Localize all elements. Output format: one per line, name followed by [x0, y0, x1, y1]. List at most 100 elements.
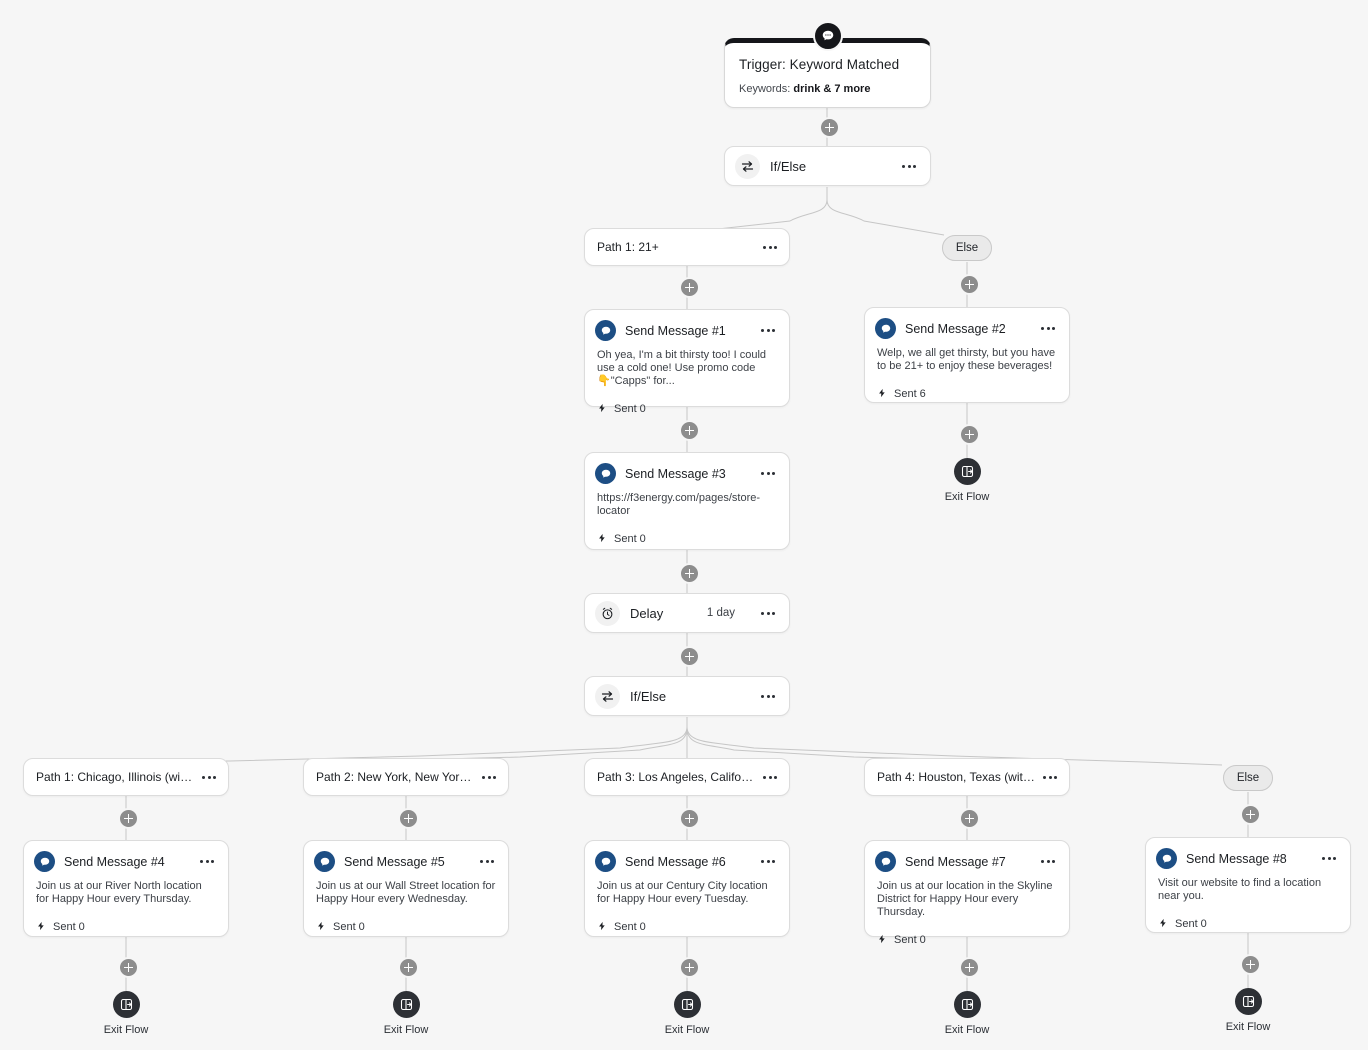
message-header: Send Message #5 [314, 851, 496, 872]
path-node-level2-1[interactable]: Path 2: New York, New York (within 40 ..… [303, 758, 509, 796]
more-options-icon[interactable] [1320, 853, 1338, 864]
add-step-button-msg7[interactable] [959, 957, 980, 978]
message-sent-count-8: Sent 0 [1175, 918, 1207, 931]
more-options-icon[interactable] [759, 468, 777, 479]
trigger-node[interactable]: Trigger: Keyword Matched Keywords: drink… [724, 21, 931, 108]
lightning-bolt-icon [597, 920, 607, 935]
exit-flow-node-5[interactable]: Exit Flow [1200, 988, 1296, 1033]
chat-bubble-icon [595, 463, 616, 484]
add-step-button-else1[interactable] [959, 274, 980, 295]
message-node-7[interactable]: Send Message #7 Join us at our location … [864, 840, 1070, 946]
message-title-5: Send Message #5 [344, 854, 445, 869]
message-header: Send Message #1 [595, 320, 777, 341]
path-node-level1-0[interactable]: Path 1: 21+ [584, 228, 790, 266]
message-body-6: Join us at our Century City location for… [597, 880, 768, 905]
message-header: Send Message #2 [875, 318, 1057, 339]
message-header: Send Message #8 [1156, 848, 1338, 869]
trigger-keywords: Keywords: drink & 7 more [739, 83, 916, 95]
message-body-3: https://f3energy.com/pages/store-locator [597, 492, 761, 517]
message-body-4: Join us at our River North location for … [36, 880, 202, 905]
trigger-keywords-value: drink & 7 more [793, 83, 871, 95]
exit-flow-label: Exit Flow [383, 1024, 429, 1036]
message-node-3[interactable]: Send Message #3 https://f3energy.com/pag… [584, 452, 790, 550]
more-options-icon[interactable] [1041, 772, 1059, 783]
add-step-button-p1[interactable] [118, 808, 139, 829]
lightning-bolt-icon [597, 402, 607, 417]
add-step-button-msg1[interactable] [679, 420, 700, 441]
more-options-icon[interactable] [761, 772, 779, 783]
message-sent-count-5: Sent 0 [333, 921, 365, 934]
exit-flow-node-1[interactable]: Exit Flow [78, 991, 174, 1036]
exit-flow-node-else1[interactable]: Exit Flow [919, 458, 1015, 503]
message-node-2[interactable]: Send Message #2 Welp, we all get thirsty… [864, 307, 1070, 403]
lightning-bolt-icon [877, 933, 887, 948]
message-sent-row-5: Sent 0 [314, 920, 496, 935]
more-options-icon[interactable] [1039, 856, 1057, 867]
add-step-button-p3[interactable] [679, 808, 700, 829]
message-body-7: Join us at our location in the Skyline D… [877, 880, 1053, 918]
path-node-level2-3[interactable]: Path 4: Houston, Texas (within 40 miles) [864, 758, 1070, 796]
exit-flow-node-3[interactable]: Exit Flow [639, 991, 735, 1036]
message-body-8: Visit our website to find a location nea… [1158, 877, 1322, 902]
trigger-keywords-label: Keywords: [739, 83, 791, 95]
more-options-icon[interactable] [900, 161, 918, 172]
path-node-level2-2[interactable]: Path 3: Los Angeles, California (within … [584, 758, 790, 796]
exit-flow-node-4[interactable]: Exit Flow [919, 991, 1015, 1036]
message-sent-count-7: Sent 0 [894, 934, 926, 947]
alarm-clock-icon [595, 600, 620, 626]
else-pill-level1[interactable]: Else [942, 235, 992, 261]
message-body-1: Oh yea, I'm a bit thirsty too! I could u… [597, 349, 767, 387]
message-node-8[interactable]: Send Message #8 Visit our website to fin… [1145, 837, 1351, 933]
more-options-icon[interactable] [759, 691, 777, 702]
message-node-5[interactable]: Send Message #5 Join us at our Wall Stre… [303, 840, 509, 937]
add-step-button-path1[interactable] [679, 277, 700, 298]
more-options-icon[interactable] [759, 325, 777, 336]
message-sent-row-6: Sent 0 [595, 920, 777, 935]
chat-bubble-icon [1156, 848, 1177, 869]
add-step-button-msg2[interactable] [959, 424, 980, 445]
else-label-level1: Else [955, 242, 979, 254]
add-step-button-trigger[interactable] [819, 117, 840, 138]
chat-bubble-icon [595, 320, 616, 341]
lightning-bolt-icon [877, 387, 887, 402]
path-label-level1-0: Path 1: 21+ [597, 240, 659, 254]
add-step-button-msg3[interactable] [679, 563, 700, 584]
more-options-icon[interactable] [480, 772, 498, 783]
more-options-icon[interactable] [200, 772, 218, 783]
else-pill-level2[interactable]: Else [1223, 765, 1273, 791]
add-step-button-msg4[interactable] [118, 957, 139, 978]
more-options-icon[interactable] [761, 242, 779, 253]
if-else-node-2[interactable]: If/Else [584, 676, 790, 716]
message-title-6: Send Message #6 [625, 854, 726, 869]
delay-node[interactable]: Delay 1 day [584, 593, 790, 633]
more-options-icon[interactable] [759, 608, 777, 619]
message-node-1[interactable]: Send Message #1 Oh yea, I'm a bit thirst… [584, 309, 790, 415]
else-label-level2: Else [1236, 772, 1260, 784]
if-else-node-1[interactable]: If/Else [724, 146, 931, 186]
message-sent-row-2: Sent 6 [875, 387, 1057, 402]
more-options-icon[interactable] [198, 856, 216, 867]
add-step-button-delay[interactable] [679, 646, 700, 667]
exit-door-icon [112, 991, 140, 1018]
message-node-6[interactable]: Send Message #6 Join us at our Century C… [584, 840, 790, 937]
message-body-2: Welp, we all get thirsty, but you have t… [877, 347, 1056, 372]
add-step-button-msg5[interactable] [398, 957, 419, 978]
chat-bubble-icon [314, 851, 335, 872]
more-options-icon[interactable] [759, 856, 777, 867]
add-step-button-msg8[interactable] [1240, 954, 1261, 975]
more-options-icon[interactable] [478, 856, 496, 867]
add-step-button-p2[interactable] [398, 808, 419, 829]
chat-bubble-icon [875, 851, 896, 872]
exit-door-icon [953, 458, 981, 485]
exit-door-icon [953, 991, 981, 1018]
add-step-button-p4[interactable] [959, 808, 980, 829]
lightning-bolt-icon [597, 532, 607, 547]
delay-value: 1 day [706, 607, 735, 619]
path-node-level2-0[interactable]: Path 1: Chicago, Illinois (within 40 mil… [23, 758, 229, 796]
add-step-button-else2[interactable] [1240, 804, 1261, 825]
more-options-icon[interactable] [1039, 323, 1057, 334]
add-step-button-msg6[interactable] [679, 957, 700, 978]
message-node-4[interactable]: Send Message #4 Join us at our River Nor… [23, 840, 229, 937]
exit-flow-node-2[interactable]: Exit Flow [358, 991, 454, 1036]
